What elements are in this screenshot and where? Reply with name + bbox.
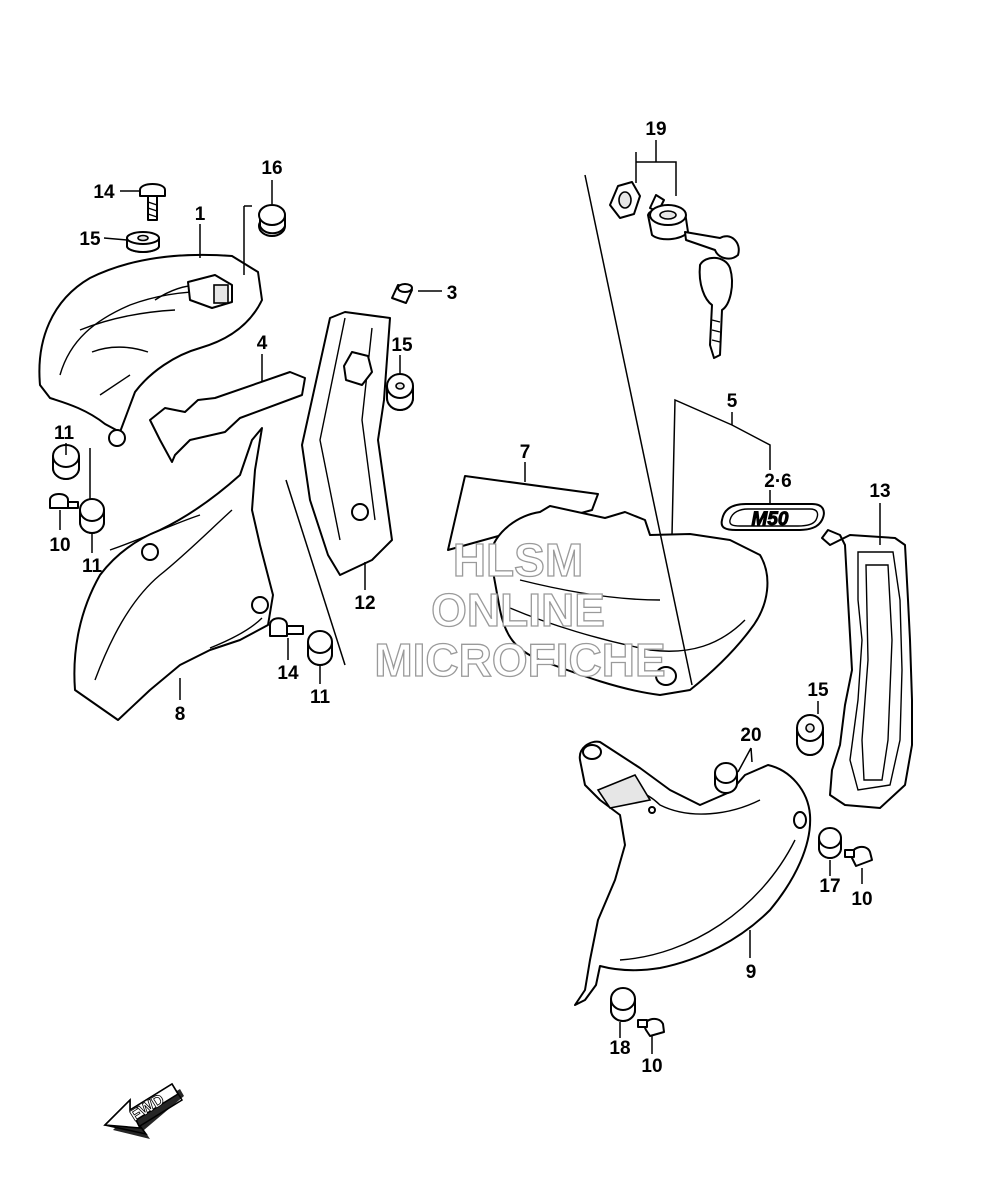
callout-5: 5 — [727, 391, 738, 412]
part-15-grommet-mid — [386, 373, 414, 411]
callout-labels: 14 15 1 16 4 11 10 11 8 14 11 12 3 15 7 … — [49, 119, 890, 1077]
callout-20: 20 — [740, 725, 761, 746]
callout-19: 19 — [645, 119, 666, 140]
part-11-grommet-left-lower — [79, 498, 105, 534]
watermark-line-2: ONLINE — [431, 584, 605, 636]
callout-11-left-upper: 11 — [54, 423, 75, 444]
callout-14-top: 14 — [93, 182, 115, 203]
callout-13: 13 — [869, 481, 890, 502]
callout-7: 7 — [520, 442, 531, 463]
part-10-screw-left — [49, 493, 79, 509]
callout-10-bottom: 10 — [641, 1056, 662, 1077]
callout-16: 16 — [261, 158, 282, 179]
callout-11-left-lower: 11 — [82, 556, 103, 577]
part-7-center-cover — [447, 475, 769, 696]
part-14-screw-mid — [269, 617, 304, 637]
watermark-line-1: HLSM — [453, 534, 583, 586]
part-10-screw-right — [844, 845, 873, 867]
callout-1: 1 — [195, 204, 206, 225]
callout-10-left: 10 — [49, 535, 70, 556]
part-19-lock-set — [609, 181, 740, 359]
callout-4: 4 — [257, 333, 268, 354]
part-15-grommet-top — [126, 231, 160, 253]
part-2-6-emblem: M50 — [720, 503, 825, 531]
callout-18: 18 — [609, 1038, 630, 1059]
part-14-screw-top — [139, 183, 166, 221]
watermark-line-3: MICROFICHE — [374, 634, 665, 686]
callout-10-right: 10 — [851, 889, 872, 910]
callout-2-6: 2·6 — [764, 471, 791, 492]
part-10-screw-bottom — [637, 1017, 665, 1037]
callout-14-mid: 14 — [277, 663, 299, 684]
leader-lines — [59, 140, 881, 1054]
callout-17: 17 — [819, 876, 840, 897]
callout-3: 3 — [447, 283, 458, 304]
part-16-damper — [258, 204, 286, 237]
part-9-side-cover-right — [574, 740, 812, 1006]
part-20-grommet — [714, 762, 738, 794]
part-12-bracket — [301, 311, 393, 576]
part-11-grommet-left-upper — [52, 444, 80, 480]
part-8-side-cover-left — [73, 427, 274, 721]
part-11-grommet-mid — [307, 630, 333, 666]
callout-11-mid: 11 — [310, 687, 331, 708]
fwd-arrow-icon: FWD — [103, 1082, 184, 1139]
part-13-side-panel-right — [821, 529, 913, 809]
callout-15-top: 15 — [79, 229, 101, 250]
part-17-grommet — [818, 827, 842, 859]
callout-12: 12 — [354, 593, 375, 614]
part-3-collar — [391, 283, 413, 304]
callout-15-mid: 15 — [391, 335, 413, 356]
callout-9: 9 — [746, 962, 757, 983]
callout-8: 8 — [175, 704, 186, 725]
part-1-frame-cover — [38, 253, 263, 447]
watermark: HLSM ONLINE MICROFICHE — [374, 533, 667, 686]
emblem-text: M50 — [752, 509, 789, 530]
callout-15-right: 15 — [807, 680, 829, 701]
part-15-grommet-right — [796, 714, 824, 756]
part-4-strip — [149, 371, 306, 463]
part-18-grommet — [610, 987, 636, 1022]
